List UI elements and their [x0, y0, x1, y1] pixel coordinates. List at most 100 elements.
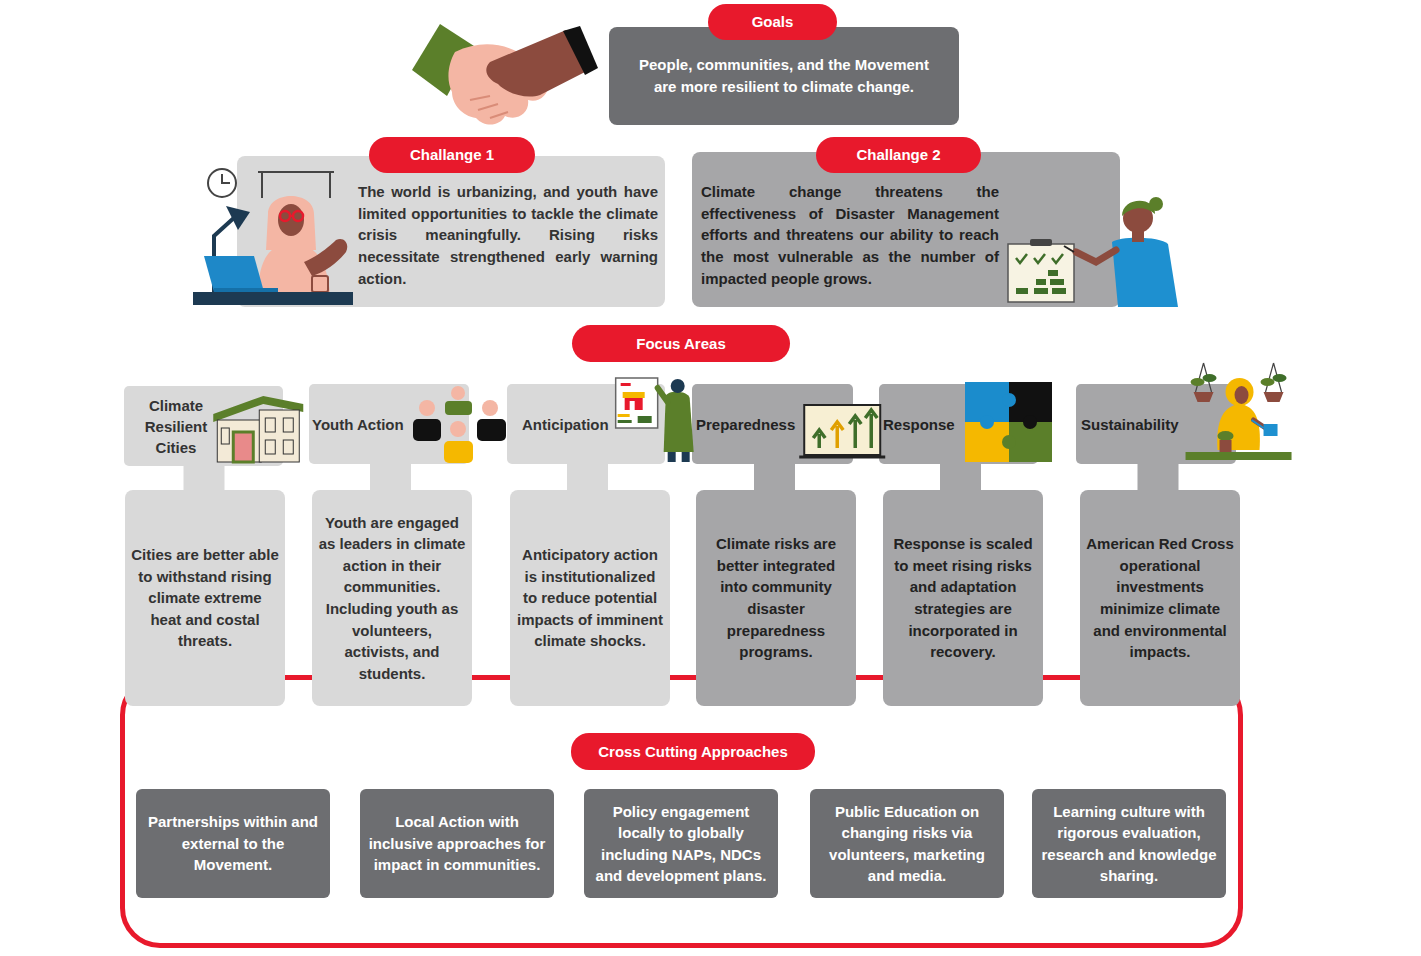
focus-tab: Sustainability: [1076, 384, 1236, 464]
goal-box: GoalsPeople, communities, and the Moveme…: [609, 27, 959, 125]
desk-worker-illustration: [278, 204, 304, 236]
desk-worker-illustration: [204, 256, 264, 292]
body-text: Climate change threatens the effectivene…: [701, 152, 999, 290]
desk-worker-illustration: [304, 239, 347, 276]
gardening-icon: [1186, 452, 1292, 460]
stem-connector: [940, 464, 981, 490]
gardening-icon: [1220, 440, 1232, 452]
growth-chart-icon: [849, 416, 861, 448]
approach-box: Local Action with inclusive approaches f…: [360, 789, 554, 898]
desk-worker-illustration: [266, 196, 316, 250]
chart-presenter-illustration: [1016, 254, 1063, 263]
stem-connector: [370, 464, 411, 490]
house-icon: [283, 440, 293, 454]
house-icon: [265, 440, 275, 454]
house-icon: [213, 396, 303, 422]
body-text: Learning culture with rigorous evaluatio…: [1040, 801, 1218, 887]
planning-board-icon: [616, 378, 694, 462]
body-text: American Red Cross operational investmen…: [1086, 533, 1234, 663]
youth-group-icon: [450, 421, 466, 437]
gardening-icon: [1194, 392, 1214, 402]
gardening-icon: [1218, 431, 1234, 441]
tab-label: Anticipation: [522, 414, 622, 435]
gardening-icon: [1254, 420, 1266, 428]
puzzle-icon: [1002, 393, 1016, 407]
tab-label: Preparedness: [696, 414, 808, 435]
body-text: Partnerships within and external to the …: [144, 811, 322, 876]
section-pill: Focus Areas: [572, 325, 790, 362]
desk-worker-illustration: [280, 211, 290, 221]
body-text: Response is scaled to meet rising risks …: [889, 533, 1037, 663]
youth-group-icon: [413, 386, 506, 463]
pill-label: Challange 1: [369, 137, 535, 173]
handshake-illustration: [486, 30, 585, 97]
chart-presenter-illustration: [1064, 246, 1074, 252]
approach-box: Public Education on changing risks via v…: [810, 789, 1004, 898]
desk-worker-illustration: [222, 174, 230, 183]
growth-chart-icon: [799, 405, 885, 457]
focus-box: Youth are engaged as leaders in climate …: [312, 490, 472, 706]
youth-group-icon: [477, 419, 506, 441]
puzzle-icon: [1009, 422, 1052, 462]
gardening-icon: [1186, 363, 1292, 460]
tab-label: Youth Action: [312, 414, 422, 435]
chart-presenter-illustration: [1048, 270, 1058, 276]
chart-presenter-illustration: [1034, 288, 1048, 294]
chart-presenter-illustration: [1112, 238, 1178, 307]
tab-label: Response: [883, 414, 983, 435]
handshake-illustration: [563, 26, 598, 75]
stem-connector: [754, 464, 795, 490]
house-icon: [233, 432, 253, 462]
desk-worker-illustration: [226, 206, 250, 230]
youth-group-icon: [444, 441, 473, 463]
chart-presenter-illustration: [1050, 279, 1064, 285]
puzzle-icon: [965, 382, 1052, 462]
tab-label: Climate Resilient Cities: [128, 395, 224, 458]
chart-presenter-illustration: [1016, 288, 1028, 294]
gardening-icon: [1235, 386, 1249, 404]
approach-box: Partnerships within and external to the …: [136, 789, 330, 898]
desk-worker-illustration: [290, 215, 293, 217]
gardening-icon: [1261, 378, 1275, 386]
planning-board-icon: [671, 379, 685, 393]
body-text: People, communities, and the Movement ar…: [627, 54, 941, 98]
gardening-icon: [1203, 374, 1217, 382]
stem-connector: [184, 466, 225, 490]
chart-presenter-illustration: [1076, 250, 1116, 262]
focus-tab: Youth Action: [309, 384, 469, 464]
desk-worker-illustration: [214, 288, 278, 293]
planning-board-icon: [623, 392, 645, 398]
desk-worker-illustration: [214, 216, 236, 292]
stem-connector: [567, 464, 608, 490]
focus-tab: Preparedness: [692, 384, 853, 464]
house-icon: [217, 420, 261, 462]
planning-board-icon: [668, 452, 676, 462]
body-text: Cities are better able to withstand risi…: [131, 544, 279, 652]
youth-group-icon: [419, 400, 435, 416]
growth-chart-icon: [865, 410, 877, 448]
youth-group-icon: [445, 401, 472, 415]
stem-connector: [1138, 464, 1179, 490]
approach-box: Policy engagement locally to globally in…: [584, 789, 778, 898]
chart-presenter-illustration: [1008, 197, 1178, 307]
body-text: The world is urbanizing, and youth have …: [358, 156, 658, 290]
handshake-illustration: [412, 24, 598, 125]
house-icon: [265, 418, 275, 432]
chart-presenter-illustration: [1052, 288, 1066, 294]
gardening-icon: [1196, 363, 1282, 392]
growth-chart-icon: [831, 422, 843, 448]
desk-worker-illustration: [193, 169, 353, 305]
desk-worker-illustration: [312, 276, 328, 292]
challenge-box: Challange 2Climate change threatens the …: [692, 152, 1120, 307]
youth-group-icon: [413, 419, 441, 441]
desk-worker-illustration: [258, 242, 330, 296]
focus-tab: Anticipation: [507, 384, 665, 464]
desk-worker-illustration: [258, 172, 334, 198]
focus-box: Anticipatory action is institutionalized…: [510, 490, 670, 706]
handshake-illustration: [448, 44, 548, 124]
planning-board-icon: [618, 420, 632, 423]
gardening-icon: [1264, 392, 1284, 402]
handshake-illustration: [470, 96, 508, 118]
planning-board-icon: [682, 452, 690, 462]
